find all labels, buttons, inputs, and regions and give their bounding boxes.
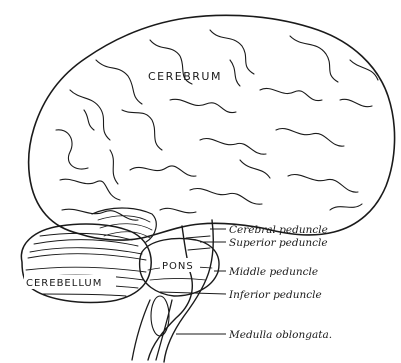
inferior-peduncle-label: Inferior peduncle — [228, 289, 322, 301]
pons-label: PONS — [162, 261, 194, 272]
cerebrum-label: CEREBRUM — [148, 70, 222, 83]
superior-peduncle-label: Superior peduncle — [229, 237, 328, 249]
middle-peduncle-label: Middle peduncle — [228, 266, 318, 278]
cerebellum-label: CEREBELLUM — [26, 278, 102, 289]
cerebral-peduncle-label: Cerebral peduncle — [229, 224, 328, 236]
cerebrum — [29, 15, 395, 240]
medulla-oblongata-label: Medulla oblongata. — [228, 329, 332, 341]
leader-lines — [160, 229, 226, 334]
